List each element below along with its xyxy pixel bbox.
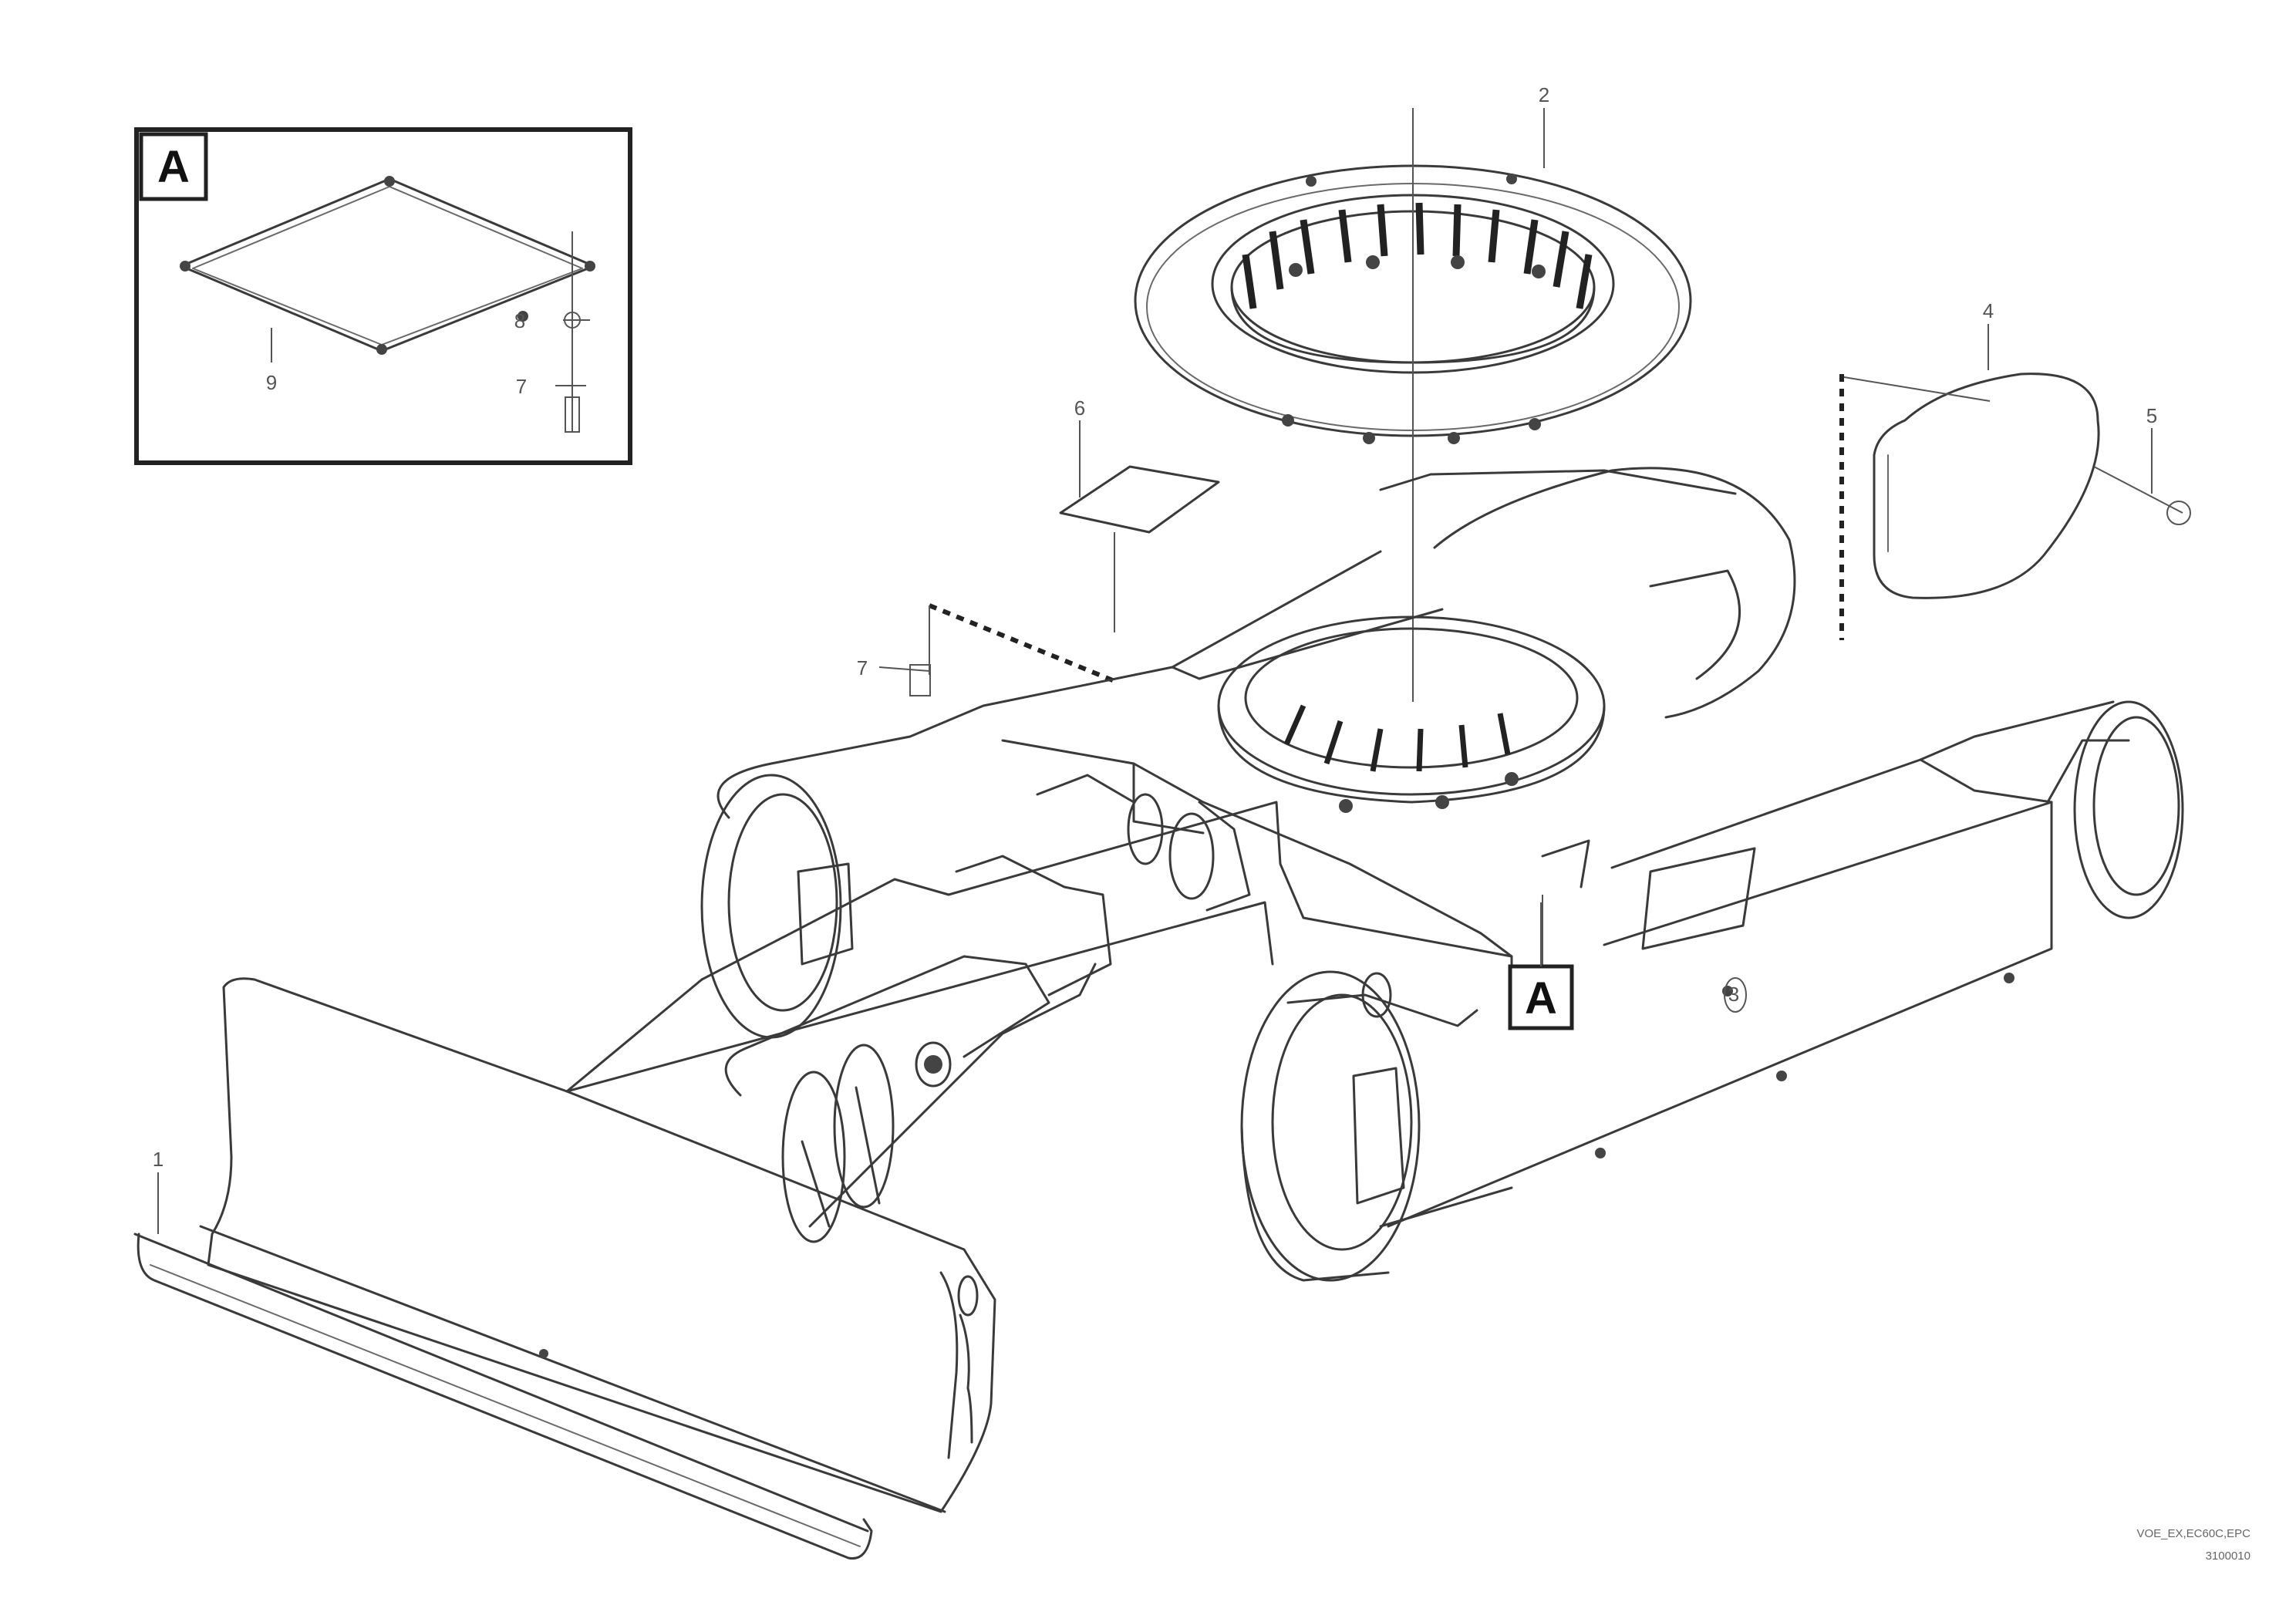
callout-4: 4: [1983, 299, 1994, 322]
cover-plate: 4 5: [1839, 299, 2191, 640]
slewing-ring: 2: [1134, 83, 1692, 702]
inset-bolts: [180, 176, 595, 355]
frame-ring-teeth: [1283, 704, 1511, 772]
callout-2: 2: [1539, 83, 1549, 106]
ring-bolts: [1282, 174, 1546, 444]
ref-box-letter: A: [1525, 973, 1557, 1023]
bracket-7: 7: [857, 603, 1120, 696]
callout-8-inset: 8: [514, 309, 525, 332]
footer-line-1: VOE_EX,EC60C,EPC: [2136, 1527, 2250, 1540]
inset-letter-box: [139, 132, 208, 201]
inset-letter: A: [157, 142, 190, 192]
undercarriage-frame: A: [565, 467, 2184, 1282]
footer-line-2: 3100010: [2206, 1549, 2250, 1563]
callout-7-inset: 7: [516, 375, 527, 398]
small-cover: 6: [1059, 396, 1220, 632]
callout-3: 3: [1728, 983, 1739, 1006]
dozer-blade: 1: [133, 977, 996, 1560]
callout-1: 1: [153, 1148, 164, 1171]
ring-gear-teeth: [1242, 202, 1593, 309]
detail-a-inset: A 9 8 7: [134, 127, 632, 465]
callout-6: 6: [1074, 396, 1085, 420]
callout-7: 7: [857, 656, 868, 679]
inset-frame: [134, 127, 632, 465]
callout-5: 5: [2146, 404, 2157, 427]
callout-9-inset: 9: [266, 371, 277, 394]
drawing-footer: VOE_EX,EC60C,EPC 3100010: [2136, 1527, 2250, 1563]
part-3: 3: [1724, 977, 1747, 1013]
